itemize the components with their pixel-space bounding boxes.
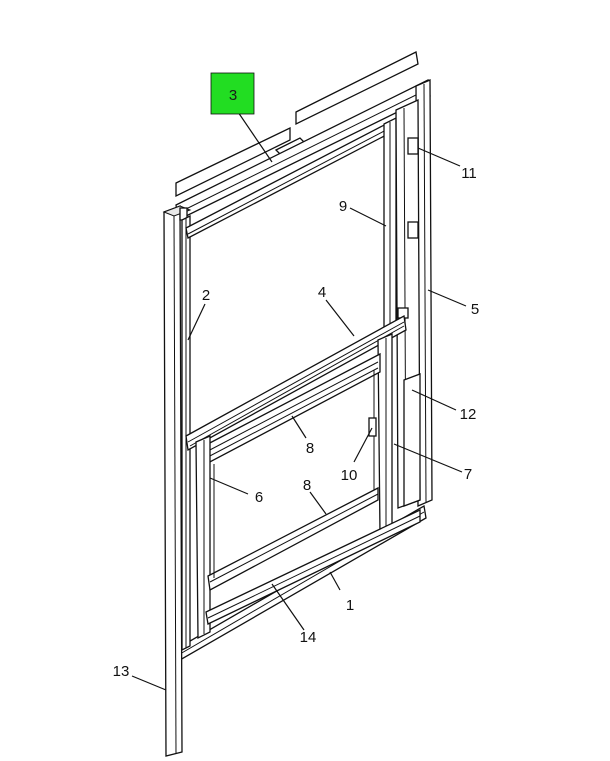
leader-9 bbox=[349, 207, 387, 227]
callout-11: 11 bbox=[461, 165, 477, 182]
callout-12: 12 bbox=[460, 406, 477, 423]
callout-1: 1 bbox=[346, 597, 354, 614]
callout-8-upper: 8 bbox=[306, 440, 314, 457]
leader-13 bbox=[131, 675, 167, 691]
callout-4: 4 bbox=[318, 284, 326, 301]
leader-2 bbox=[187, 303, 206, 341]
left-jamb bbox=[181, 214, 191, 652]
leader-4 bbox=[325, 299, 355, 337]
leader-8a bbox=[291, 415, 307, 439]
callout-14: 14 bbox=[300, 629, 317, 646]
callout-8-lower: 8 bbox=[303, 477, 311, 494]
highlight-label: 3 bbox=[229, 87, 237, 104]
leader-6 bbox=[209, 477, 249, 495]
bottom-sill-rail bbox=[205, 508, 421, 625]
callout-10: 10 bbox=[341, 467, 358, 484]
leader-8b bbox=[309, 491, 327, 515]
meeting-rail bbox=[185, 314, 407, 452]
leader-1 bbox=[329, 571, 341, 591]
callout-13: 13 bbox=[113, 663, 130, 680]
callout-5: 5 bbox=[471, 301, 479, 318]
callout-6: 6 bbox=[255, 489, 263, 506]
leader-14 bbox=[271, 583, 305, 631]
leader-12 bbox=[411, 389, 457, 411]
callout-labels: 1 2 4 5 6 7 8 8 9 10 11 12 13 14 bbox=[113, 165, 480, 680]
leader-10 bbox=[353, 427, 373, 463]
leader-5 bbox=[427, 289, 467, 307]
leader-11 bbox=[417, 147, 461, 167]
leader-7 bbox=[393, 443, 463, 473]
lower-sash bbox=[195, 333, 393, 640]
upper-glass-frame bbox=[185, 116, 397, 330]
right-channel bbox=[395, 98, 421, 509]
leader-3 bbox=[237, 111, 273, 163]
leader-lines bbox=[131, 111, 467, 691]
highlight-callout-3[interactable]: 3 bbox=[210, 72, 255, 115]
callout-7: 7 bbox=[464, 466, 472, 483]
callout-2: 2 bbox=[202, 287, 210, 304]
highlight-box bbox=[210, 72, 255, 115]
callout-9: 9 bbox=[339, 198, 347, 215]
